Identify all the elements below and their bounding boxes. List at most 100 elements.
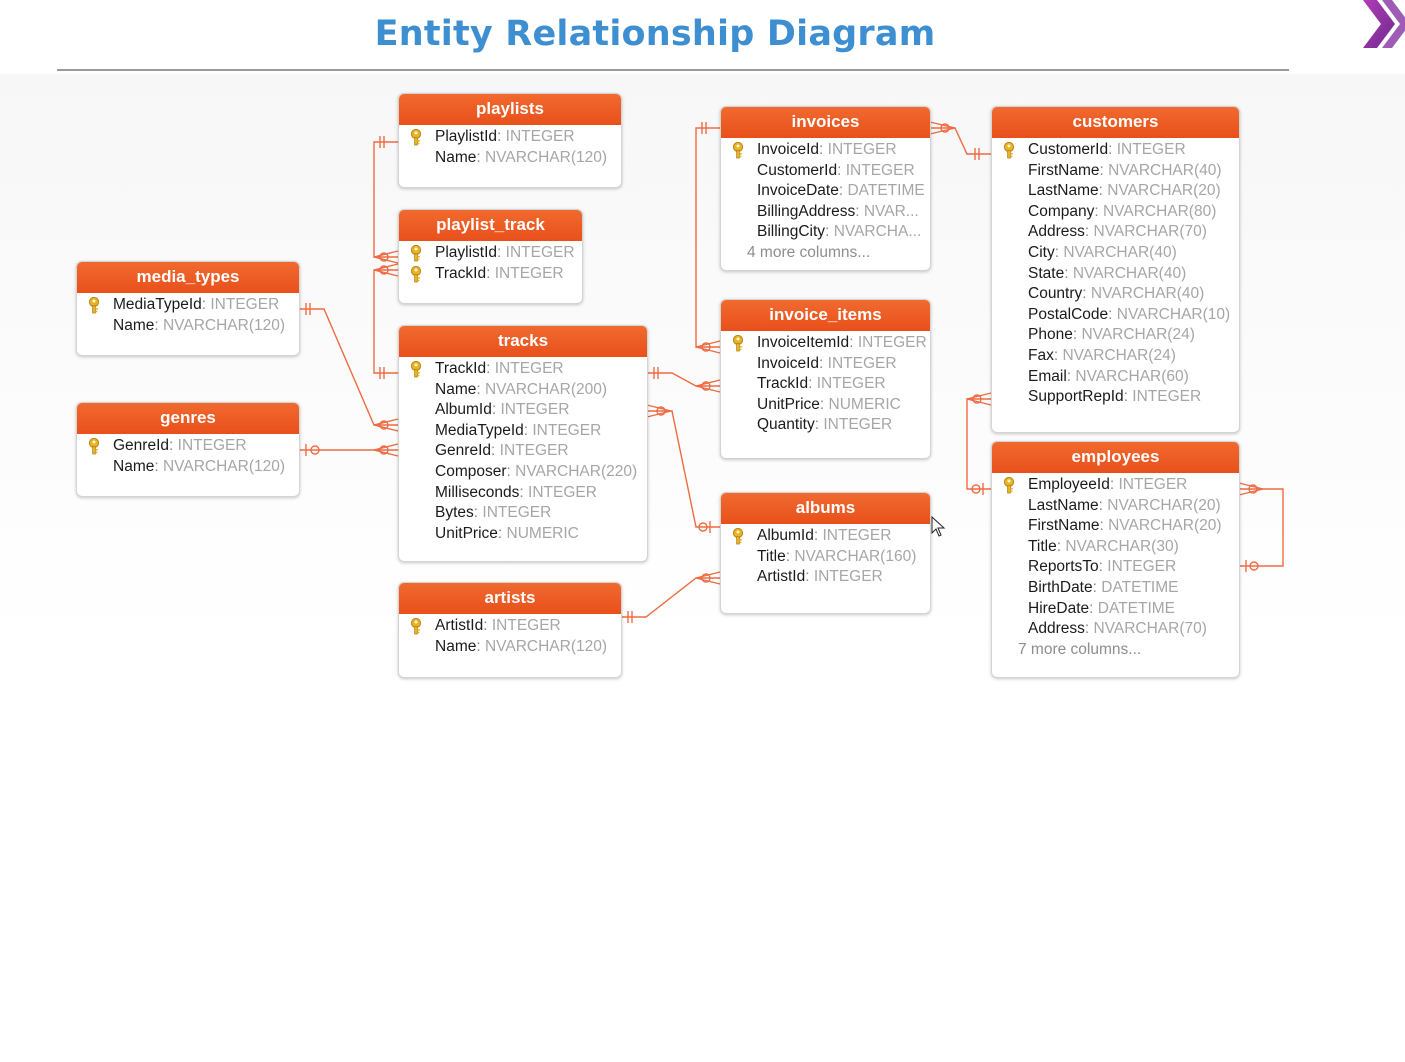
column-row[interactable]: PlaylistId: INTEGER xyxy=(399,127,621,148)
column-row[interactable]: MediaTypeId: INTEGER xyxy=(77,295,299,316)
entity-header[interactable]: invoice_items xyxy=(721,300,930,331)
column-row[interactable]: InvoiceId: INTEGER xyxy=(721,140,930,161)
column-type: NVARCHAR(120) xyxy=(162,316,286,334)
column-name: PlaylistId xyxy=(435,244,498,261)
column-type: INTEGER xyxy=(1107,558,1177,576)
column-row[interactable]: InvoiceDate: DATETIME xyxy=(721,181,930,202)
column-row[interactable]: Address: NVARCHAR(70) xyxy=(992,222,1239,243)
column-row[interactable]: City: NVARCHAR(40) xyxy=(992,243,1239,264)
column-row[interactable]: CustomerId: INTEGER xyxy=(721,161,930,182)
column-row[interactable]: Milliseconds: INTEGER xyxy=(399,483,647,504)
column-separator: : xyxy=(473,504,483,522)
column-row[interactable]: FirstName: NVARCHAR(40) xyxy=(992,161,1239,182)
column-row[interactable]: InvoiceItemId: INTEGER xyxy=(721,333,930,354)
column-name: Title xyxy=(1028,537,1057,555)
column-type: INTEGER xyxy=(827,141,897,158)
column-row[interactable]: Email: NVARCHAR(60) xyxy=(992,367,1239,388)
primary-key-icon xyxy=(88,297,100,314)
entity-header[interactable]: artists xyxy=(399,583,621,614)
column-name: Title xyxy=(757,547,786,565)
column-separator: : xyxy=(1098,558,1108,576)
column-row[interactable]: LastName: NVARCHAR(20) xyxy=(992,181,1239,202)
column-row[interactable]: SupportRepId: INTEGER xyxy=(992,387,1239,408)
column-row[interactable]: EmployeeId: INTEGER xyxy=(992,475,1239,496)
more-columns-link[interactable]: 7 more columns... xyxy=(1018,640,1142,658)
column-row[interactable]: TrackId: INTEGER xyxy=(399,359,647,380)
column-row[interactable]: Composer: NVARCHAR(220) xyxy=(399,462,647,483)
column-type: NVARCHAR(40) xyxy=(1063,243,1177,261)
column-row[interactable]: BillingCity: NVARCHA... xyxy=(721,222,930,243)
entity-header[interactable]: playlist_track xyxy=(399,210,582,241)
entity-header[interactable]: tracks xyxy=(399,326,647,357)
column-row[interactable]: HireDate: DATETIME xyxy=(992,599,1239,620)
entity-header[interactable]: customers xyxy=(992,107,1239,138)
column-type: NVARCHAR(10) xyxy=(1116,305,1231,323)
column-row[interactable]: Fax: NVARCHAR(24) xyxy=(992,346,1239,367)
primary-key-icon xyxy=(410,129,422,146)
column-row[interactable]: Name: NVARCHAR(120) xyxy=(77,316,299,337)
column-row[interactable]: CustomerId: INTEGER xyxy=(992,140,1239,161)
entity-header[interactable]: media_types xyxy=(77,262,299,293)
column-row[interactable]: Title: NVARCHAR(160) xyxy=(721,547,930,568)
column-row[interactable]: BillingAddress: NVAR... xyxy=(721,202,930,223)
more-columns-link[interactable]: 4 more columns... xyxy=(747,243,871,261)
entity-header[interactable]: invoices xyxy=(721,107,930,138)
column-name: HireDate xyxy=(1028,599,1090,617)
column-separator: : xyxy=(849,334,858,351)
column-row[interactable]: Name: NVARCHAR(120) xyxy=(399,148,621,169)
column-row[interactable]: PlaylistId: INTEGER xyxy=(399,243,582,264)
column-type: NVARCHAR(80) xyxy=(1102,202,1217,220)
column-type: NVARCHAR(24) xyxy=(1062,346,1176,364)
column-row[interactable]: MediaTypeId: INTEGER xyxy=(399,421,647,442)
column-row[interactable]: Company: NVARCHAR(80) xyxy=(992,202,1239,223)
column-row[interactable]: UnitPrice: NUMERIC xyxy=(399,524,647,545)
column-row[interactable]: GenreId: INTEGER xyxy=(77,436,299,457)
column-row[interactable]: Bytes: INTEGER xyxy=(399,503,647,524)
column-row[interactable]: GenreId: INTEGER xyxy=(399,441,647,462)
entity-header[interactable]: playlists xyxy=(399,94,621,125)
column-separator: : xyxy=(476,148,485,166)
column-row[interactable]: TrackId: INTEGER xyxy=(721,374,930,395)
column-row[interactable]: Address: NVARCHAR(70) xyxy=(992,619,1239,640)
column-row[interactable]: Phone: NVARCHAR(24) xyxy=(992,325,1239,346)
entity-header[interactable]: albums xyxy=(721,493,930,524)
column-type: INTEGER xyxy=(813,568,883,586)
column-separator: : xyxy=(154,457,163,475)
column-row[interactable]: Name: NVARCHAR(120) xyxy=(77,457,299,478)
column-row[interactable]: BirthDate: DATETIME xyxy=(992,578,1239,599)
entity-header[interactable]: genres xyxy=(77,403,299,434)
column-row[interactable]: State: NVARCHAR(40) xyxy=(992,264,1239,285)
column-row[interactable]: InvoiceId: INTEGER xyxy=(721,354,930,375)
column-row[interactable]: PostalCode: NVARCHAR(10) xyxy=(992,305,1239,326)
entity-header[interactable]: employees xyxy=(992,442,1239,473)
column-separator: : xyxy=(808,375,817,393)
column-row[interactable]: TrackId: INTEGER xyxy=(399,264,582,285)
column-row[interactable]: ReportsTo: INTEGER xyxy=(992,557,1239,578)
column-row[interactable]: ArtistId: INTEGER xyxy=(399,616,621,637)
column-row[interactable]: FirstName: NVARCHAR(20) xyxy=(992,516,1239,537)
column-row[interactable]: AlbumId: INTEGER xyxy=(721,526,930,547)
column-row[interactable]: ArtistId: INTEGER xyxy=(721,567,930,588)
column-row[interactable]: Country: NVARCHAR(40) xyxy=(992,284,1239,305)
column-row[interactable]: Title: NVARCHAR(30) xyxy=(992,537,1239,558)
column-row[interactable]: LastName: NVARCHAR(20) xyxy=(992,496,1239,517)
link-media-types-tracks xyxy=(299,308,398,426)
column-row[interactable]: Quantity: INTEGER xyxy=(721,415,930,436)
column-row[interactable]: Name: NVARCHAR(120) xyxy=(399,637,621,658)
column-row[interactable]: Name: NVARCHAR(200) xyxy=(399,380,647,401)
column-row[interactable]: UnitPrice: NUMERIC xyxy=(721,395,930,416)
column-row[interactable]: AlbumId: INTEGER xyxy=(399,400,647,421)
